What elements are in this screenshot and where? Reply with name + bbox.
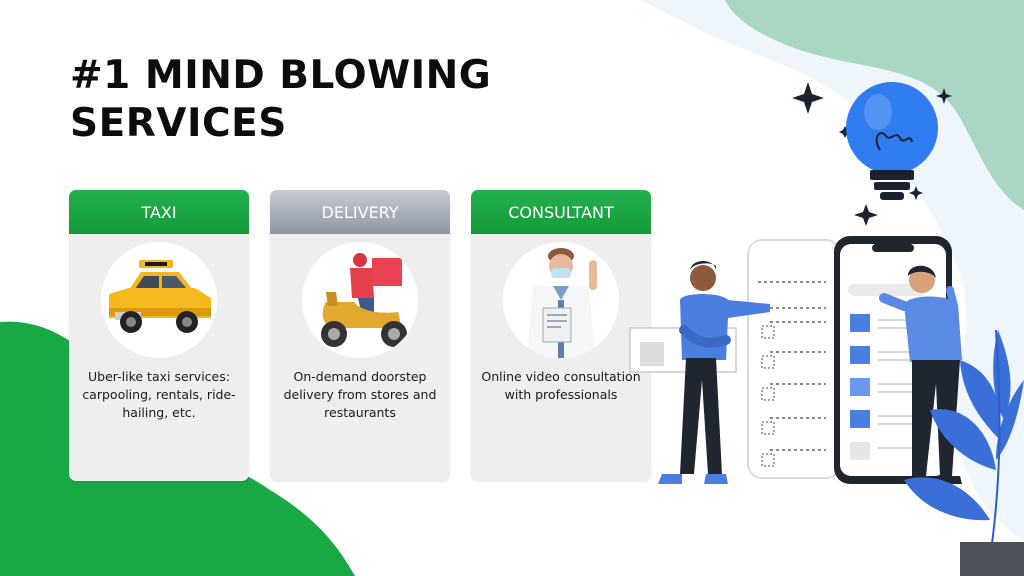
delivery-scooter-icon (321, 253, 407, 347)
phone-list-square (850, 442, 870, 460)
card-description-delivery: On-demand doorstep delivery from stores … (283, 369, 437, 420)
card-header-delivery: DELIVERY (270, 190, 450, 234)
app-illustration (629, 82, 1024, 576)
delivery-image (302, 242, 418, 358)
sparkle-icon (909, 186, 923, 200)
service-card-consultant: CONSULTANT Online video consultation wit… (471, 190, 651, 481)
phone-list-square (850, 378, 870, 396)
title-line-2: SERVICES (70, 101, 287, 146)
doctor-icon (527, 248, 597, 358)
sparkle-icon (839, 126, 851, 138)
phone-list-square (850, 346, 870, 364)
wireframe-boxes (761, 325, 775, 467)
sparkle-icon (936, 88, 952, 104)
consultant-image (503, 242, 619, 358)
taxi-car-icon (109, 260, 211, 333)
service-card-taxi: TAXI Uber-like taxi services: carpooling… (69, 190, 249, 481)
sparkle-icon (792, 82, 824, 114)
card-description-taxi: Uber-like taxi services: carpooling, ren… (82, 369, 236, 420)
person-right-illustration (879, 265, 962, 484)
wireframe-lines (758, 281, 826, 451)
plant-pot (960, 542, 1024, 576)
page-title: #1 MIND BLOWING SERVICES (70, 52, 491, 148)
card-header-consultant: CONSULTANT (471, 190, 651, 234)
lightbulb-icon (846, 82, 938, 200)
card-description-consultant: Online video consultation with professio… (481, 369, 641, 402)
title-line-1: #1 MIND BLOWING (70, 53, 492, 98)
card-header-taxi: TAXI (69, 190, 249, 234)
service-card-delivery: DELIVERY On-demand doorstep delivery fro… (270, 190, 450, 481)
phone-list-square (850, 410, 870, 428)
phone-list-square (850, 314, 870, 332)
mint-blob (725, 0, 1024, 210)
person-left-illustration (658, 261, 770, 484)
sparkle-icon (854, 204, 878, 226)
taxi-image (101, 242, 217, 358)
phone-search-bar (848, 284, 926, 296)
